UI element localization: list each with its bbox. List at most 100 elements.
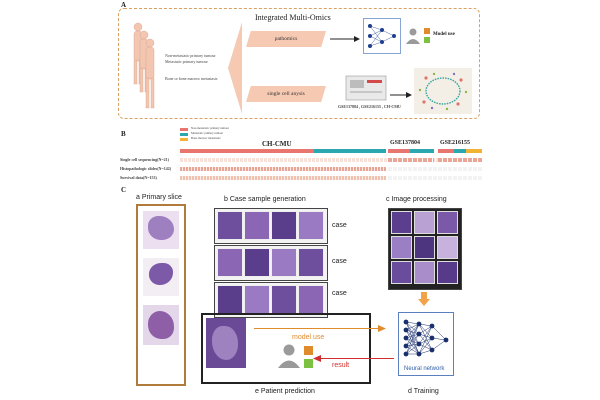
patient-prediction-frame [201,313,371,384]
human-label-1: Non-metastatic primary tumour [165,53,216,58]
case-tile [244,211,270,240]
case-tile [244,285,270,314]
nn-edge [418,323,433,351]
human-label-3: Bone or bone marrow metastasis [165,76,218,81]
nn-edge [405,321,420,355]
nn-edge [405,337,420,355]
model-use-text: model use [292,334,325,341]
processed-tile [391,211,412,234]
slide-2-tissue [149,263,173,285]
nn-edge [418,333,433,351]
processed-tile [414,261,435,284]
nn-node [403,327,409,333]
nn-edge [405,345,420,355]
case-tile [271,285,297,314]
nn-edge [405,333,420,355]
legend-swatch-nonmet [180,128,188,131]
case-tile [271,248,297,277]
header-bar-gse216-bm [466,149,482,153]
bracket-chevron [228,22,242,114]
legend-label-nonmet: Non-metastatic primary tumour [191,126,229,130]
nn-edge [405,343,420,355]
slide-1-tissue [148,216,174,240]
primary-slice-label: a Primary slice [136,194,182,201]
nn-node [403,319,409,325]
nn-edge [405,321,420,335]
image-processing-label: c Image processing [386,196,447,203]
nn-node [429,347,435,353]
nn-edge [418,325,433,335]
nn-edge [405,329,420,355]
processed-tile [391,261,412,284]
panel-b-letter: B [121,130,126,138]
patient-icon [278,344,300,368]
header-bar-gse216-met [454,149,466,153]
human-figures-icon [133,22,155,109]
human-label-2: Metastatic primary tumour [165,59,208,64]
model-use-label: Model use [433,32,455,37]
header-bar-met [314,149,386,153]
panel-a-title: Integrated Multi-Omics [255,13,331,22]
row-bar-survival-empty [388,176,482,180]
orange-result-square-icon [304,346,313,355]
header-bar-nonmet [180,149,314,153]
nn-edge [405,323,420,347]
pathomics-box: pathomics [246,31,326,47]
sequencer-icon [345,75,387,101]
neural-network-label: Neural network [404,366,445,372]
case-generation-label: b Case sample generation [224,196,306,203]
row-label-histopathology: Histopathologic slides(N=142) [120,166,172,171]
legend-swatch-met [180,133,188,136]
person-icon [406,28,420,44]
case-label-3: case [332,290,347,297]
processed-tile [391,236,412,259]
case-tile [217,211,243,240]
processed-tile [414,211,435,234]
result-arrowhead-icon [313,355,321,362]
nn-edge [405,321,420,345]
nn-edge [405,333,420,347]
row-bar-survival [180,176,386,180]
panel-c-letter: C [121,186,127,194]
legend-swatch-bm [180,138,188,141]
nn-node [403,335,409,341]
single-cell-box: single cell anysis [246,86,326,102]
row-bar-single-cell-gse137 [388,158,434,162]
neural-network-icon [363,18,401,54]
case-label-2: case [332,258,347,265]
green-square-icon [424,37,430,43]
nn-edge [405,329,420,345]
orange-square-icon [424,28,430,34]
arrow-pathomics-icon [330,36,360,42]
processed-tile [437,236,458,259]
nn-node [403,351,409,357]
nn-edge [418,325,433,345]
case-tile [298,211,324,240]
nn-edge [405,323,420,355]
cohort-gse216155: GSE216155 [440,140,471,146]
model-use-line [254,328,382,329]
legend-label-met: Metastatic primary tumour [191,131,224,135]
result-text: result [332,362,350,369]
datasets-label: GSE137804 , GSE216155 , CH-CMU [338,104,401,109]
nn-node [443,337,449,343]
result-line [320,358,394,359]
nn-edge [418,337,433,355]
nn-node [403,343,409,349]
neural-network-graph-icon [403,319,449,357]
arrow-down-orange-icon [418,292,430,306]
nn-edge [418,325,433,355]
panel-a-frame [118,8,480,119]
patient-slide-tissue [212,326,238,360]
cohort-ch-cmu: CH-CMU [262,140,292,148]
case-tile [298,248,324,277]
nn-node [416,331,422,337]
nn-node [429,323,435,329]
arrow-single-cell-icon [390,92,412,98]
case-label-1: case [332,222,347,229]
header-bar-gse216-nonmet [438,149,454,153]
nn-edge [418,323,433,339]
patient-prediction-label: e Patient prediction [255,388,315,395]
case-tile [271,211,297,240]
cell-cluster-plot [414,68,472,114]
